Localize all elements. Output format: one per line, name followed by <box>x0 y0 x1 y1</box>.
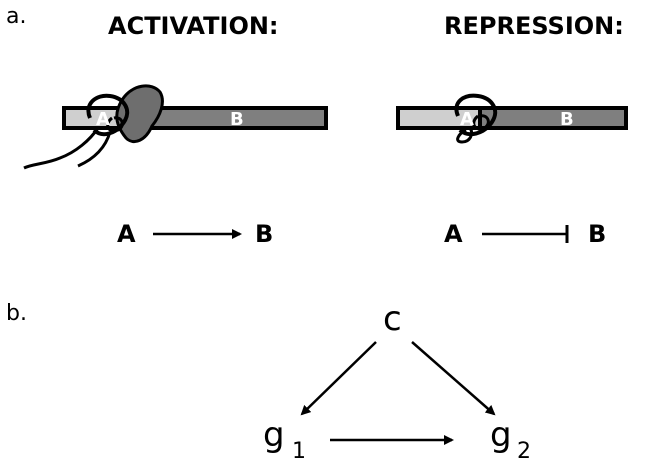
repression-bar-label-a: A <box>460 109 474 130</box>
edge-c-to-g2 <box>411 341 496 416</box>
repression-title: REPRESSION: <box>444 12 624 40</box>
node-g2-letter: g <box>490 415 512 455</box>
node-g2-subscript: 2 <box>517 439 531 464</box>
repressor-protein-icon <box>454 93 498 144</box>
activation-bar-label-a: A <box>96 109 110 130</box>
panel-b-label: b. <box>6 301 27 326</box>
node-c: c <box>383 299 402 339</box>
repression-inhibit-arrow <box>482 225 569 243</box>
node-g1: g 1 <box>263 415 306 464</box>
repression-gene-b-segment <box>478 106 628 130</box>
node-g1-letter: g <box>263 415 285 455</box>
activation-target-label: B <box>255 220 274 248</box>
panel-a-label: a. <box>6 4 27 29</box>
repression-source-label: A <box>444 220 463 248</box>
node-g1-subscript: 1 <box>292 439 306 464</box>
edge-c-to-g1 <box>300 341 377 416</box>
repression-bar-label-b: B <box>560 109 574 130</box>
repression-dna-bar <box>396 106 628 130</box>
activator-protein-icon <box>23 84 164 170</box>
activation-source-label: A <box>117 220 136 248</box>
activation-title: ACTIVATION: <box>108 12 279 40</box>
node-g2: g 2 <box>490 415 531 464</box>
repression-target-label: B <box>588 220 607 248</box>
activation-bar-label-b: B <box>230 109 244 130</box>
